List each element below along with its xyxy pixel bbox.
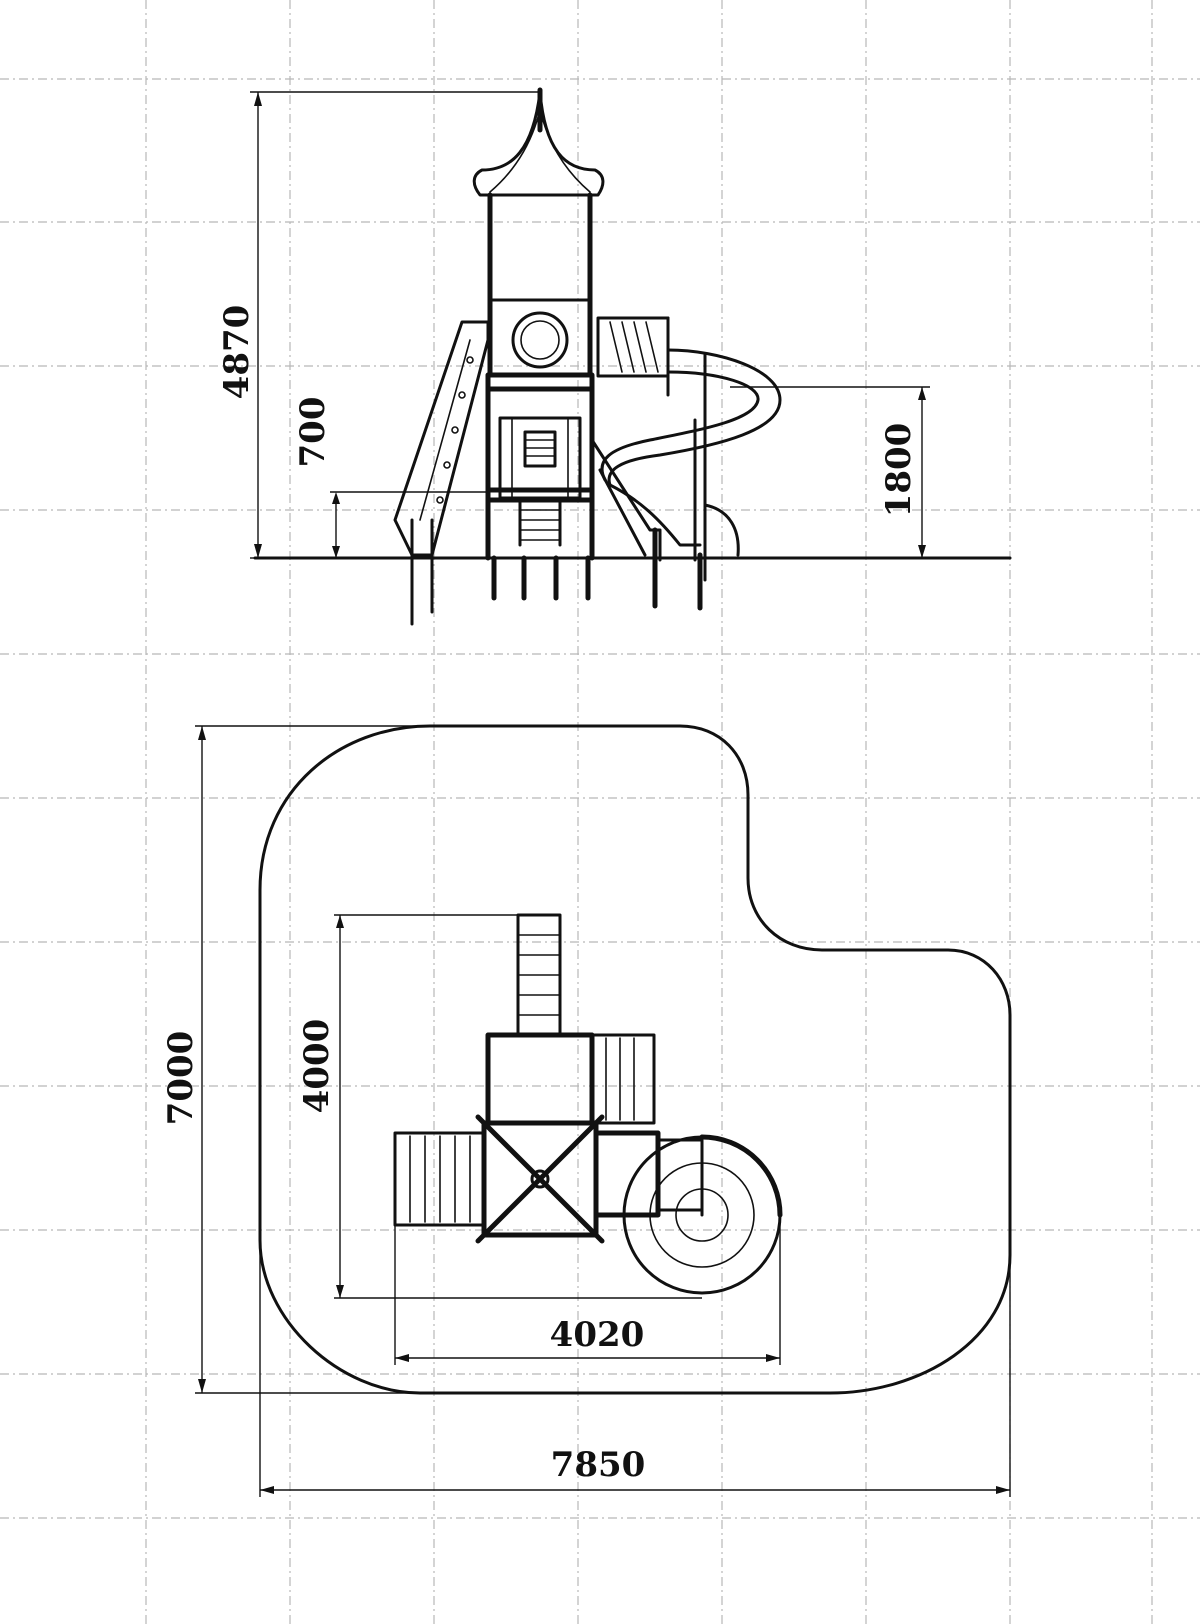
equipment-plan <box>393 913 783 1295</box>
dimension-zone-depth: 7000 <box>161 725 430 1394</box>
dim-label-equipment-width: 4020 <box>550 1315 645 1355</box>
plan-view: 7000 4000 4020 7850 <box>161 724 1012 1497</box>
porthole-window <box>511 311 569 369</box>
dim-label-platform-height: 700 <box>293 397 333 468</box>
tower-roof <box>472 87 605 197</box>
dimension-zone-width: 7850 <box>259 1240 1011 1497</box>
dim-label-zone-width: 7850 <box>551 1445 646 1485</box>
tower-body <box>485 192 595 601</box>
dimension-equipment-width: 4020 <box>394 1215 781 1365</box>
side-ladder <box>590 316 670 609</box>
dim-label-slide-height: 1800 <box>879 423 919 518</box>
dim-label-zone-depth: 7000 <box>161 1031 201 1126</box>
safety-zone-outline <box>258 724 1012 1395</box>
dimension-equipment-depth: 4000 <box>297 914 702 1299</box>
dimension-slide-height: 1800 <box>730 386 930 558</box>
dim-label-equipment-depth: 4000 <box>297 1019 337 1114</box>
climbing-wall <box>393 320 490 626</box>
elevation-view: 4870 700 1800 <box>217 87 1012 626</box>
dimension-total-height: 4870 <box>217 91 540 559</box>
spiral-slide <box>600 348 782 611</box>
dimension-platform-height: 700 <box>293 397 488 558</box>
dim-label-total-height: 4870 <box>217 305 257 400</box>
